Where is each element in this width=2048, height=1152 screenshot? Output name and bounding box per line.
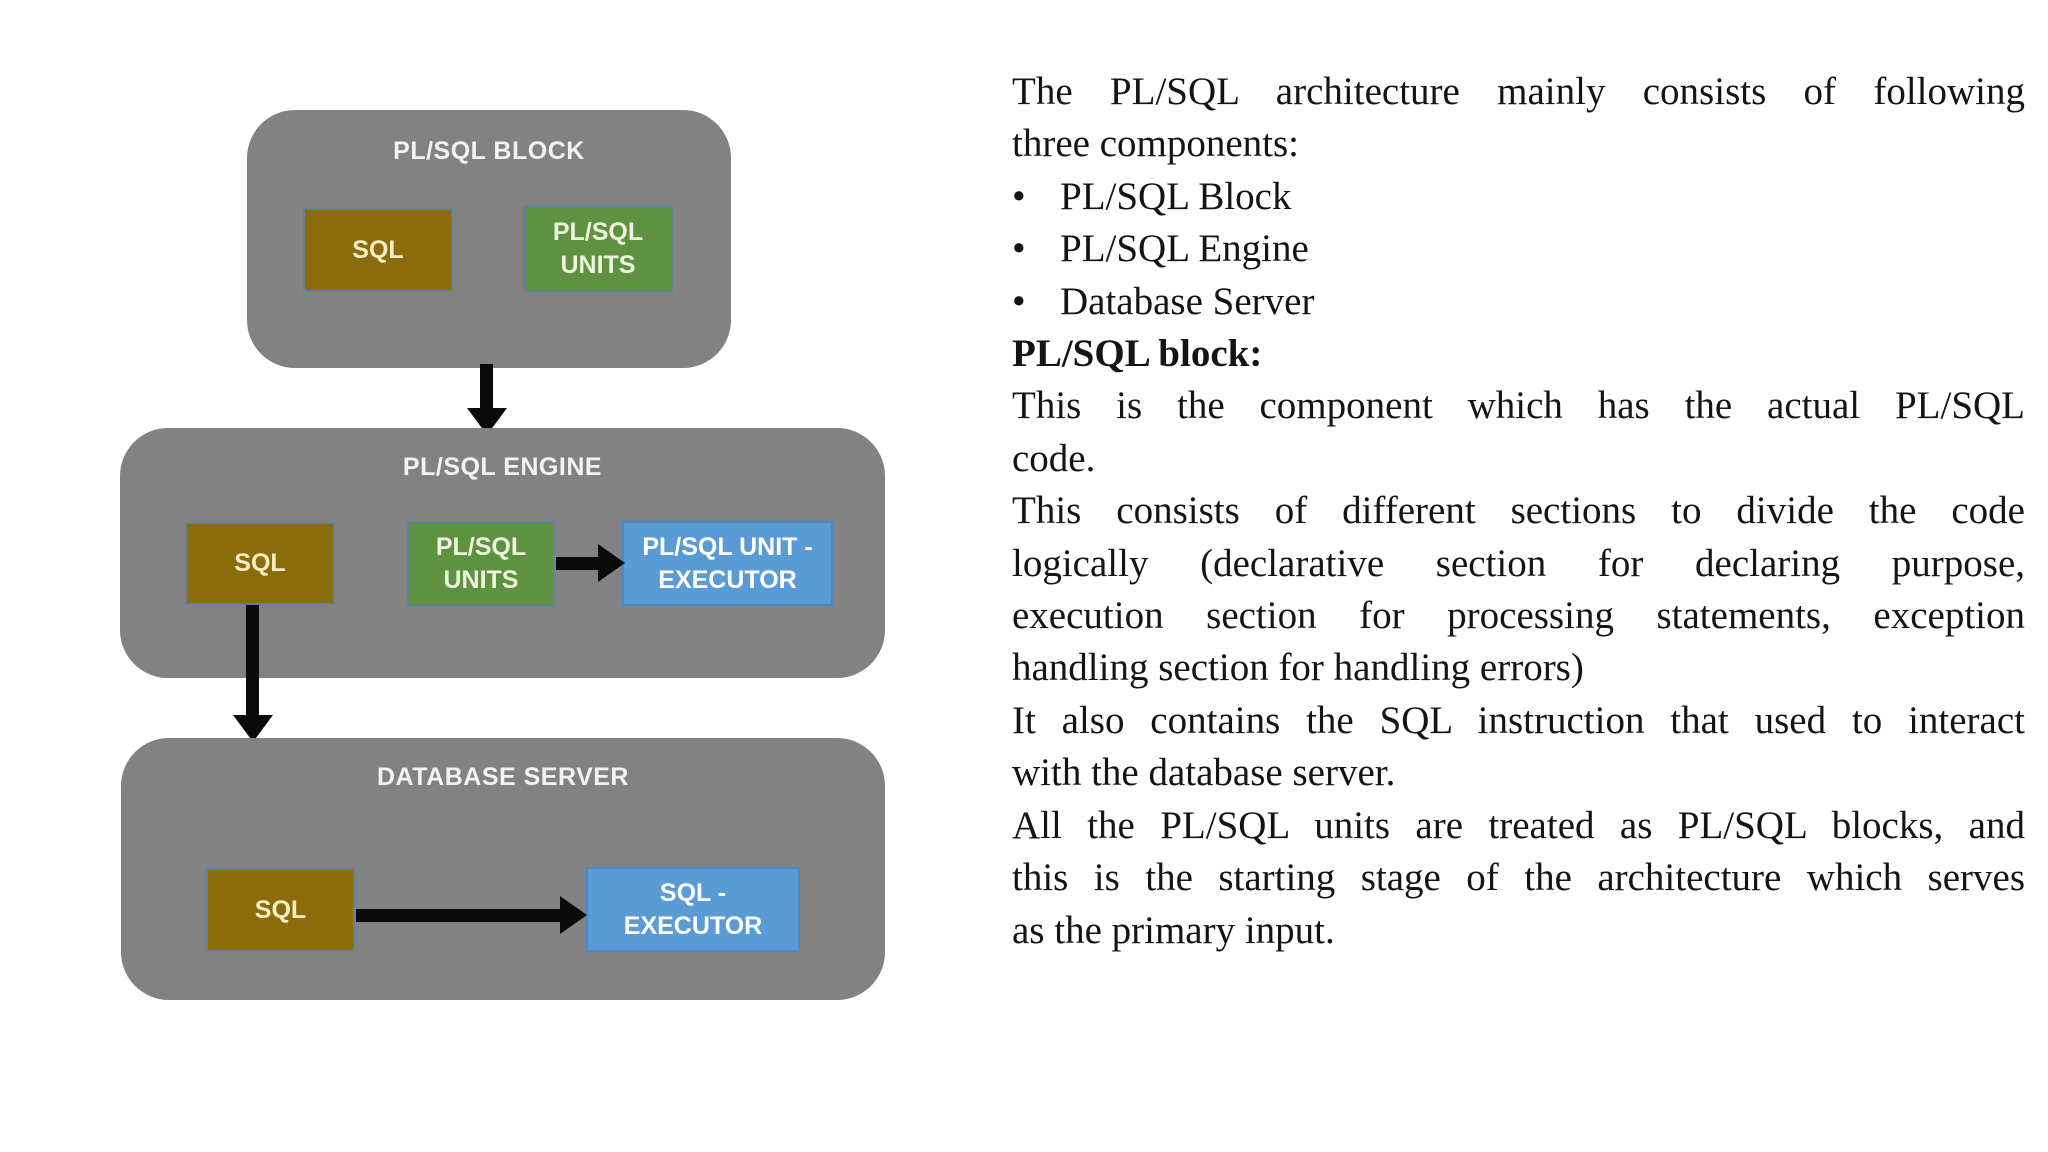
bullet-label: PL/SQL Engine — [1060, 227, 1309, 271]
bullet-icon: • — [1012, 279, 1026, 323]
arrow-units-to-executor-shaft — [556, 557, 598, 570]
para5-line-1: All the PL/SQL units are treated as PL/S… — [1012, 803, 2025, 847]
para5-line-2: this is the starting stage of the archit… — [1012, 856, 2025, 900]
block2-plsql-units-box: PL/SQL UNITS — [407, 521, 555, 607]
text-panel: The PL/SQL architecture mainly consists … — [1012, 66, 2025, 957]
para3-line-4: handling section for handling errors) — [1012, 646, 1584, 690]
bullet-item-plsql-engine: • PL/SQL Engine — [1012, 223, 2025, 275]
arrow-block-to-engine-shaft — [480, 364, 493, 410]
block3-sql-box: SQL — [206, 868, 355, 952]
block1-sql-box: SQL — [303, 208, 453, 292]
block2-plsql-unit-executor-box: PL/SQL UNIT - EXECUTOR — [622, 521, 833, 606]
para5-line-3: as the primary input. — [1012, 908, 1335, 952]
block2-sql-box: SQL — [185, 522, 335, 605]
bullet-label: Database Server — [1060, 279, 1315, 323]
bullet-icon: • — [1012, 227, 1026, 271]
arrow-sql-to-sqlexecutor-shaft — [356, 909, 560, 922]
block1-plsql-units-box: PL/SQL UNITS — [523, 206, 673, 292]
para2-line-1: This is the component which has the actu… — [1012, 384, 2025, 428]
para3-line-2: logically (declarative section for decla… — [1012, 541, 2025, 585]
bullet-item-database-server: • Database Server — [1012, 276, 2025, 328]
plsql-block-title: PL/SQL BLOCK — [393, 137, 585, 165]
bullet-item-plsql-block: • PL/SQL Block — [1012, 171, 2025, 223]
para3-line-3: execution section for processing stateme… — [1012, 594, 2025, 638]
bullet-label: PL/SQL Block — [1060, 174, 1292, 218]
section-heading: PL/SQL block: — [1012, 332, 1263, 376]
para4-line-2: with the database server. — [1012, 751, 1396, 795]
para2-line-2: code. — [1012, 436, 1096, 480]
arrow-units-to-executor-head — [598, 544, 625, 582]
para4-line-1: It also contains the SQL instruction tha… — [1012, 698, 2025, 742]
arrow-sql-to-sqlexecutor-head — [560, 896, 587, 934]
database-server-title: DATABASE SERVER — [377, 763, 629, 791]
para3-line-1: This consists of different sections to d… — [1012, 489, 2025, 533]
intro-line-2: three components: — [1012, 122, 1299, 166]
intro-line-1: The PL/SQL architecture mainly consists … — [1012, 70, 2025, 113]
block3-sql-executor-box: SQL - EXECUTOR — [586, 867, 800, 952]
arrow-sql-to-dbserver-shaft — [246, 605, 259, 715]
plsql-engine-title: PL/SQL ENGINE — [402, 453, 603, 481]
bullet-icon: • — [1012, 174, 1026, 218]
arrow-sql-to-dbserver-head — [233, 715, 273, 742]
